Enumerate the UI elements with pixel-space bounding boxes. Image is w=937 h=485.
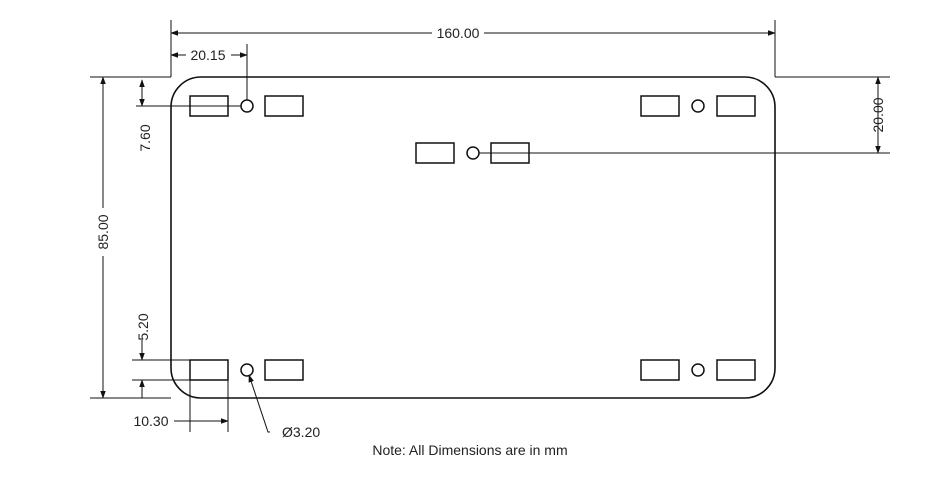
pad-bottom-right-2	[716, 359, 756, 381]
dim-bottom-hole-y: 5.20	[132, 313, 190, 398]
dim-center-hole-y-label: 20.00	[870, 97, 886, 132]
pad-center-1	[415, 142, 455, 164]
pad-bottom-left-1	[189, 359, 229, 381]
dim-overall-width-label: 160.00	[437, 25, 480, 41]
pad-top-right-1	[640, 95, 680, 117]
dim-pad-width: 10.30	[133, 380, 229, 432]
board-outline	[170, 76, 776, 399]
dim-hole-x-offset: 20.15	[170, 44, 248, 100]
dim-overall-height: 85.00	[90, 76, 171, 399]
dim-overall-height-label: 85.00	[95, 214, 111, 249]
dim-hole-diameter-label: Ø3.20	[282, 424, 320, 440]
hole-center	[466, 146, 480, 160]
dim-overall-width: 160.00	[170, 20, 776, 77]
hole-bottom-right	[691, 363, 705, 377]
hole-bottom-left	[240, 363, 254, 377]
hole-top-left	[240, 99, 254, 113]
pad-top-right-2	[716, 95, 756, 117]
pad-bottom-left-2	[264, 359, 304, 381]
dim-center-hole-y: 20.00	[479, 76, 890, 154]
hole-top-right	[691, 99, 705, 113]
dim-bottom-hole-y-label: 5.20	[135, 313, 151, 340]
dim-top-hole-y: 7.60	[90, 76, 171, 152]
dim-hole-diameter: Ø3.20	[248, 374, 320, 440]
pad-top-left-2	[264, 95, 304, 117]
units-note: Note: All Dimensions are in mm	[372, 442, 567, 458]
dim-pad-width-label: 10.30	[133, 413, 168, 429]
dim-top-hole-y-label: 7.60	[137, 124, 153, 151]
dim-hole-x-offset-label: 20.15	[190, 47, 225, 63]
pad-bottom-right-1	[640, 359, 680, 381]
